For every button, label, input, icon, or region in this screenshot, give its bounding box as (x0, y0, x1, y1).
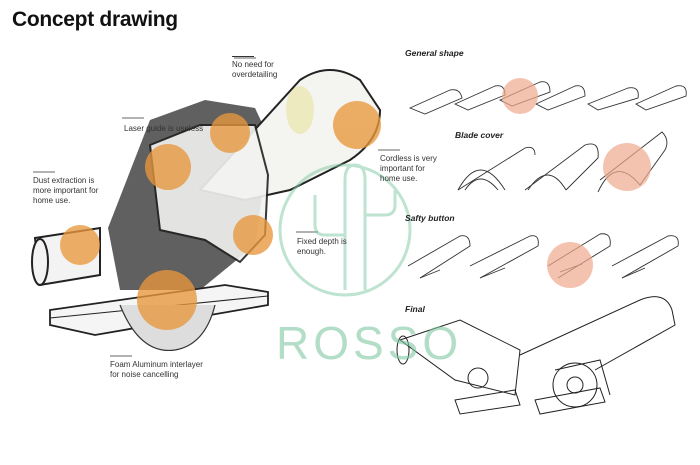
annotation-text: Foam Aluminum interlayer for noise cance… (110, 360, 203, 379)
annotation-no-detail: No need for overdetailing (232, 56, 292, 80)
annotation-dust: Dust extraction is more important for ho… (33, 176, 111, 206)
annotation-rule (232, 56, 254, 57)
safety-button-sketches (407, 233, 679, 279)
annotation-foam: Foam Aluminum interlayer for noise cance… (110, 360, 210, 380)
section-title-safety-button: Safty button (405, 213, 455, 223)
watermark-text: ROSSO (276, 317, 463, 369)
annotation-cordless: Cordless is very important for home use. (380, 154, 444, 184)
section-title-final: Final (405, 304, 425, 314)
blade-cover-sketches (457, 131, 668, 193)
annotation-text: Fixed depth is enough. (297, 237, 347, 256)
annotation-text: No need for overdetailing (232, 60, 278, 79)
section-title-blade-cover: Blade cover (455, 130, 504, 140)
annotation-depth: Fixed depth is enough. (297, 237, 377, 257)
section-title-general-shape: General shape (405, 48, 464, 58)
final-sketches (396, 296, 676, 415)
annotation-laser: Laser guide is useless (124, 124, 214, 134)
annotation-text: Laser guide is useless (124, 124, 204, 133)
page-title: Concept drawing (12, 8, 178, 31)
annotation-text: Cordless is very important for home use. (380, 154, 437, 183)
general-shape-sketches (408, 81, 687, 115)
annotation-text: Dust extraction is more important for ho… (33, 176, 99, 205)
